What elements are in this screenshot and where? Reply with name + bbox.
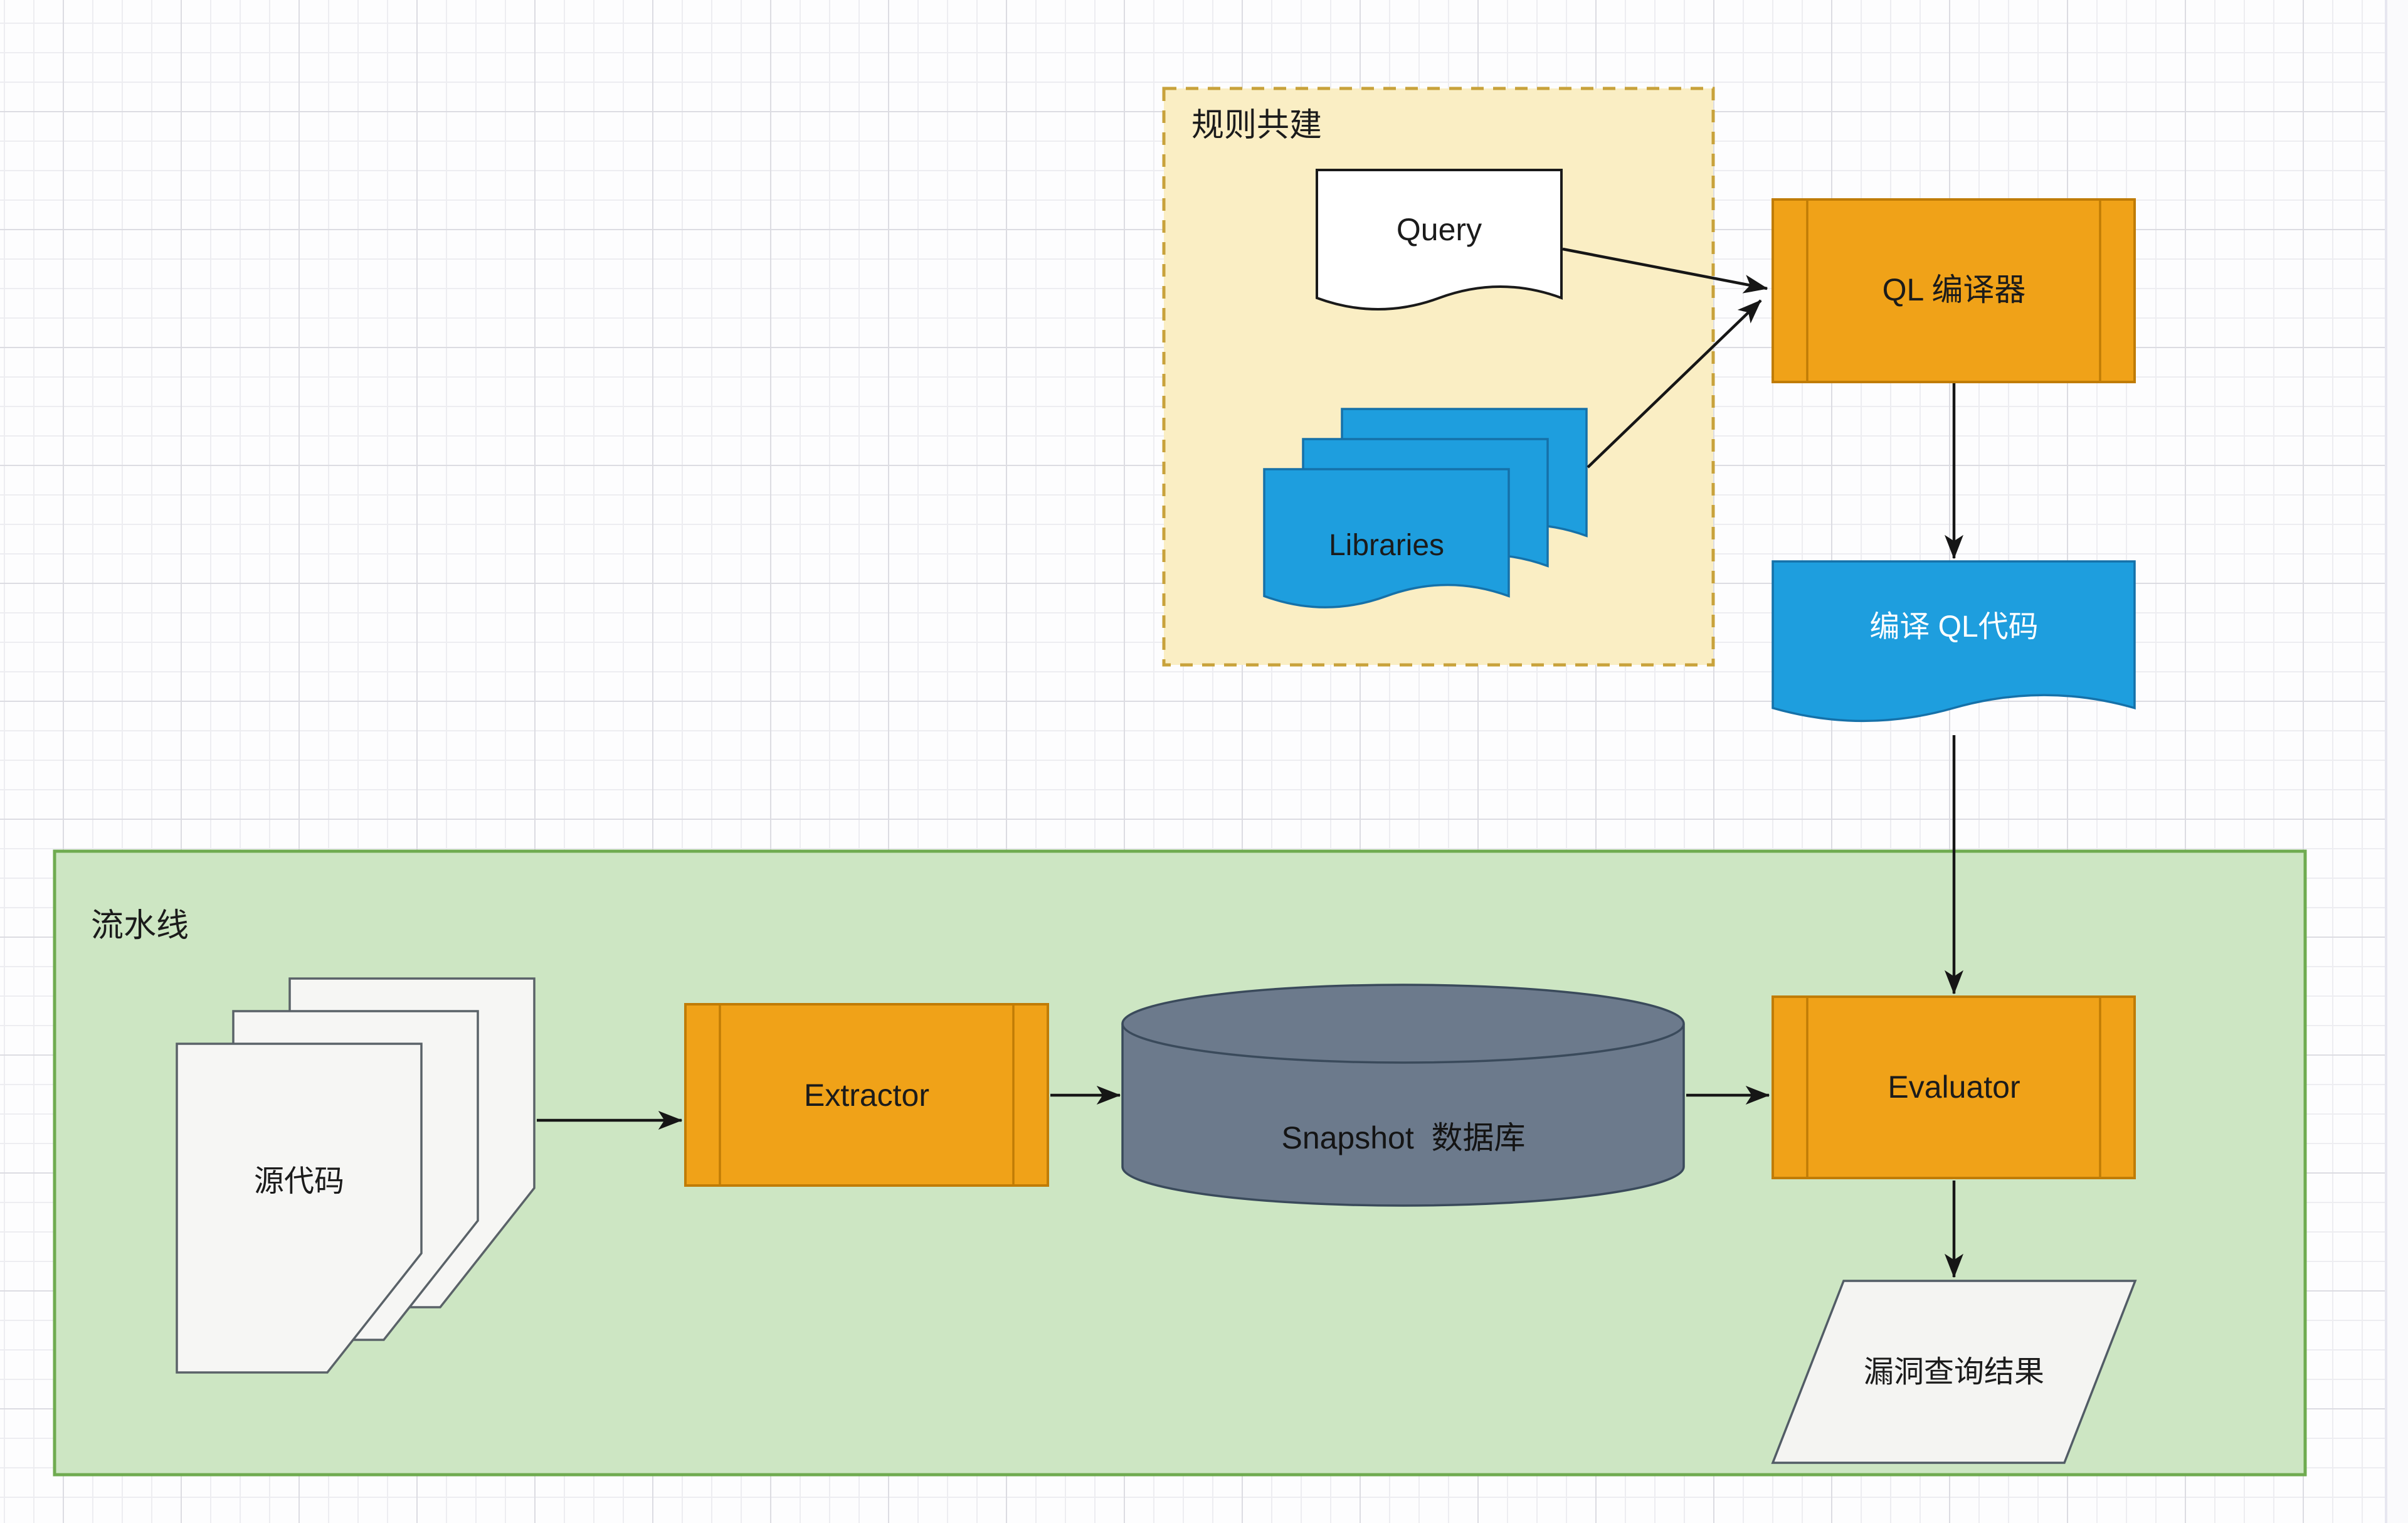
canvas-right-edge [2385, 0, 2408, 1523]
edge-query-to-ql-compiler [1562, 247, 1768, 294]
extractor-node-shape [684, 1003, 1049, 1187]
snapshot-db-cylinder-rim [1121, 1023, 1685, 1064]
rules-group-label: 规则共建 [1191, 107, 1323, 144]
ql-compiler-node-label: QL 编译器 [1882, 272, 2026, 307]
edge-libraries-to-ql-compiler [1587, 299, 1762, 469]
pipeline-group-label: 流水线 [91, 908, 189, 944]
ql-compiler-rect [1772, 198, 2136, 383]
evaluator-node-label: Evaluator [1888, 1069, 2020, 1105]
query-node-label: Query [1396, 211, 1482, 247]
evaluator-rect [1772, 995, 2136, 1179]
snapshot-db-node-shape [1121, 984, 1685, 1207]
source-code-page-front [176, 1043, 423, 1374]
snapshot-db-cylinder-body [1121, 984, 1685, 1207]
libraries-doc-front [1263, 468, 1510, 608]
compiled-ql-node-shape [1772, 560, 2136, 723]
extractor-rect [684, 1003, 1049, 1187]
snapshot-db-node-label: Snapshot 数据库 [1281, 1120, 1526, 1155]
query-node-shape [1316, 169, 1563, 310]
evaluator-node-shape [1772, 995, 2136, 1179]
result-node-shape [1771, 1280, 2137, 1464]
source-code-node-label: 源代码 [253, 1165, 345, 1198]
libraries-node-label: Libraries [1328, 529, 1445, 562]
extractor-node-label: Extractor [803, 1077, 930, 1113]
ql-compiler-node-shape [1772, 198, 2136, 383]
compiled-ql-node-label: 编译 QL代码 [1869, 610, 2039, 644]
result-node-label: 漏洞查询结果 [1863, 1356, 2045, 1389]
